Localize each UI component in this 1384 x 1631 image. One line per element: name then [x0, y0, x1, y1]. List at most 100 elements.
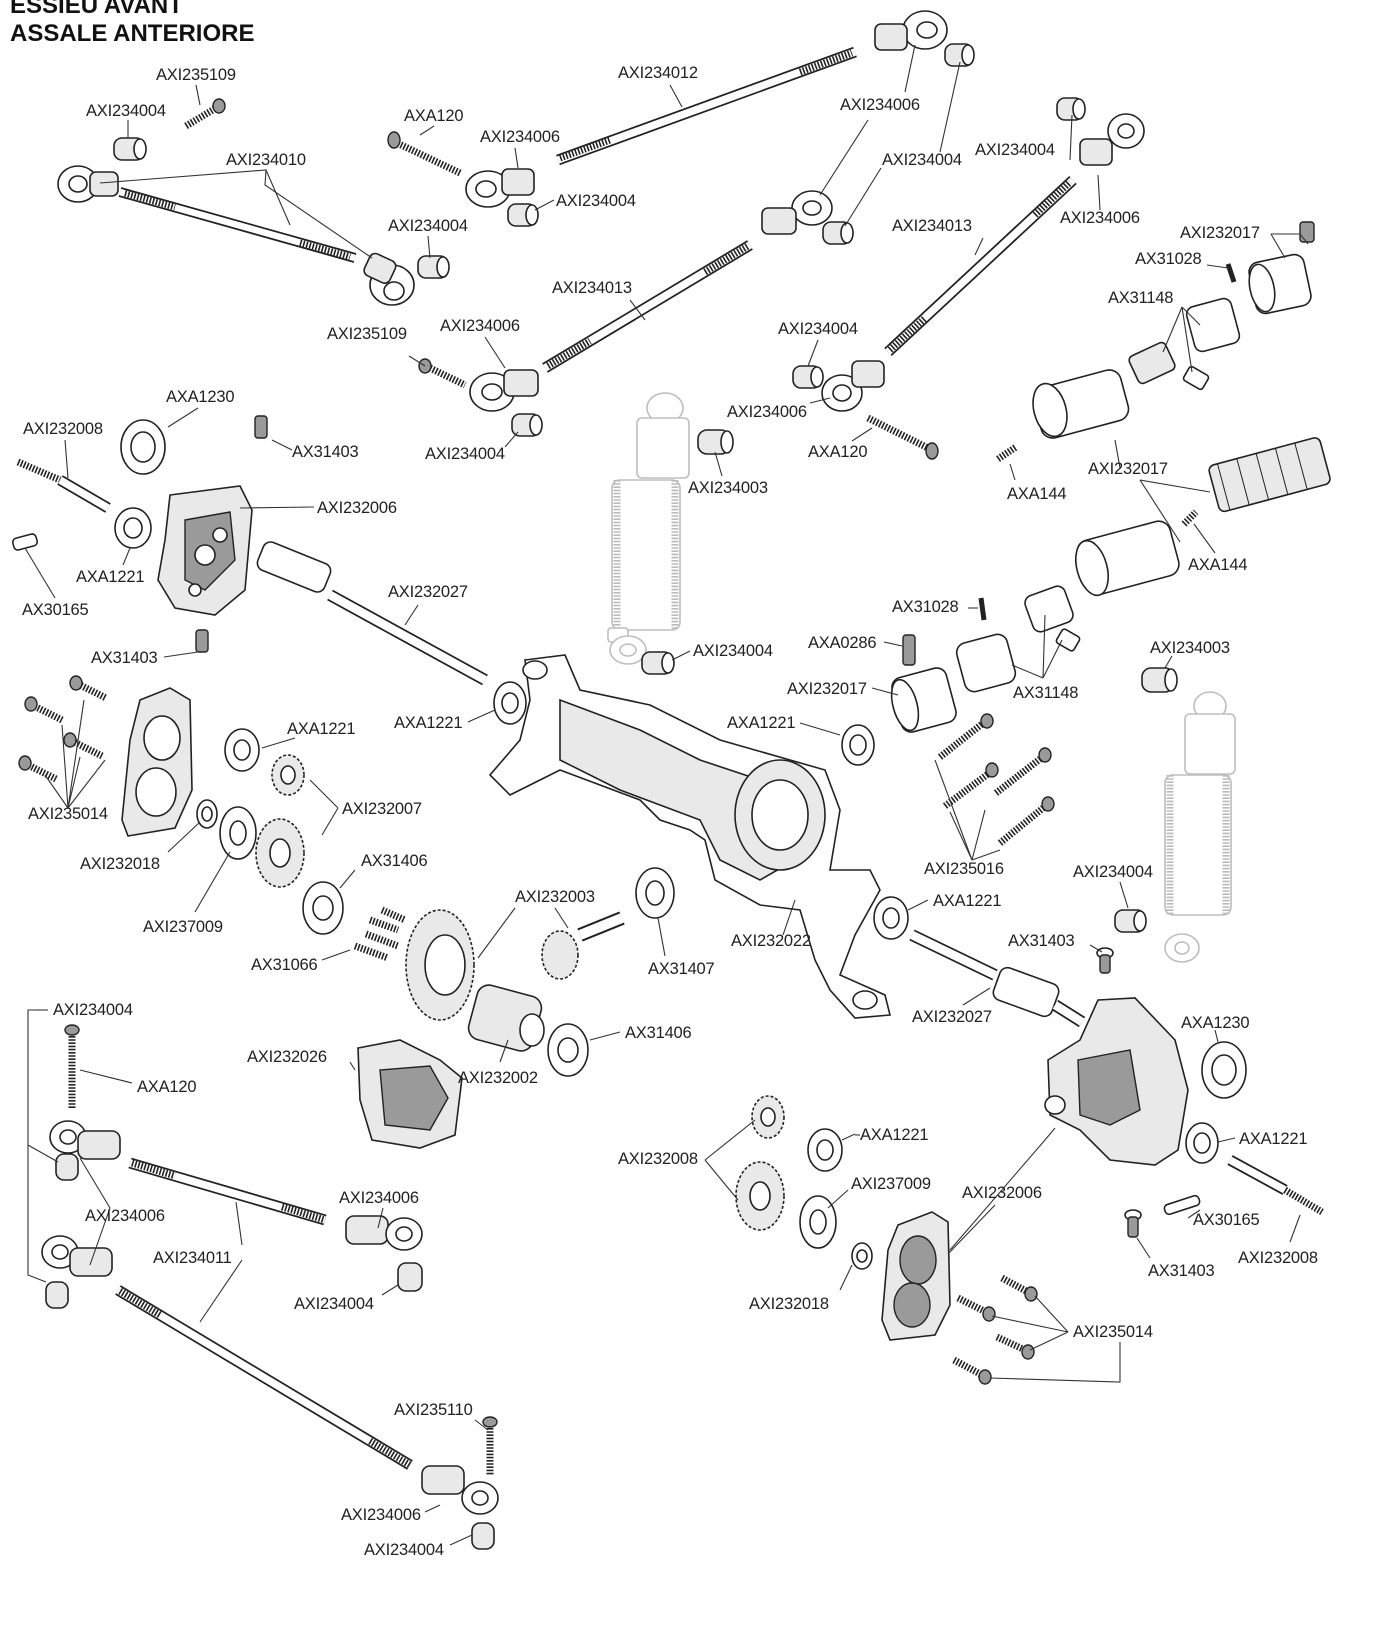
label-axi232006-b: AXI232006 — [962, 1184, 1042, 1202]
knuckle-right — [1044, 997, 1189, 1166]
label-axa1221-d: AXA1221 — [727, 714, 795, 732]
label-axi232027-b: AXI232027 — [912, 1008, 992, 1026]
bearing-axa1221-center — [841, 724, 875, 766]
label-axa120-a: AXA120 — [404, 107, 463, 125]
label-axi234004-b: AXI234004 — [556, 192, 636, 210]
label-axi232017-b: AXI232017 — [1088, 460, 1168, 478]
label-axa1230-b: AXA1230 — [1181, 1014, 1249, 1032]
label-axi232006-a: AXI232006 — [317, 499, 397, 517]
shim-axi232018-left — [196, 799, 218, 829]
stub-axle-axi232008-right — [1227, 1155, 1324, 1216]
label-axi234013-a: AXI234013 — [892, 217, 972, 235]
label-axi234004-h: AXI234004 — [693, 642, 773, 660]
label-axi234006-h: AXI234006 — [341, 1506, 421, 1524]
cover-left — [121, 687, 193, 837]
gear-small-right — [751, 1095, 785, 1139]
label-axi234004-a: AXI234004 — [86, 102, 166, 120]
label-axi235016: AXI235016 — [924, 860, 1004, 878]
label-axi232003: AXI232003 — [515, 888, 595, 906]
screw-axa120-mid — [866, 414, 939, 460]
bearing-axa1221-gearbox — [224, 728, 260, 772]
label-axi234006-a: AXI234006 — [480, 128, 560, 146]
label-ax31403-d: AX31403 — [1148, 1262, 1215, 1280]
leader-lines — [24, 44, 1309, 1546]
label-ax31403-a: AX31403 — [292, 443, 359, 461]
bearing-axa1221-right — [1185, 1122, 1219, 1164]
label-axi232022: AXI232022 — [731, 932, 811, 950]
ball-axi234004-d — [944, 43, 975, 67]
label-ax31148-b: AX31148 — [1013, 684, 1078, 702]
label-axi234004-d: AXI234004 — [388, 217, 468, 235]
label-axi234004-i: AXI234004 — [1073, 863, 1153, 881]
label-ax31406-a: AX31406 — [361, 852, 428, 870]
label-ax30165-b: AX30165 — [1193, 1211, 1260, 1229]
label-axa1221-c: AXA1221 — [287, 720, 355, 738]
part-labels: AXI235109 AXI234004 AXI234010 AXA120 AXI… — [22, 64, 1318, 1559]
ball-axi234004-j — [1114, 909, 1147, 933]
label-axi232008-a: AXI232008 — [23, 420, 103, 438]
label-axa1230-a: AXA1230 — [166, 388, 234, 406]
ball-axi234003-a — [697, 429, 734, 455]
driveshaft-upper — [890, 221, 1331, 733]
label-axi232017-c: AXI232017 — [787, 680, 867, 698]
label-ax31406-b: AX31406 — [625, 1024, 692, 1042]
bearing-ax31406-left — [302, 881, 344, 935]
bearing-axa1221-right-gear — [807, 1128, 843, 1172]
ball-axi234004-g — [1056, 97, 1086, 121]
screw-ax31403-right-top — [1096, 947, 1114, 974]
title-line-french: ESSIEU AVANT — [10, 0, 183, 19]
label-axi232002: AXI232002 — [458, 1069, 538, 1087]
label-axi234003-b: AXI234003 — [1150, 639, 1230, 657]
ball-axi234004-l — [397, 1262, 423, 1292]
ball-axi234004-m — [45, 1281, 69, 1309]
label-ax31066: AX31066 — [251, 956, 318, 974]
label-ax31407: AX31407 — [648, 960, 715, 978]
ball-axi234004-n — [471, 1522, 495, 1550]
pin-ax30165-right — [1163, 1194, 1201, 1216]
label-axi234004-l: AXI234004 — [364, 1541, 444, 1559]
label-axi232008-b: AXI232008 — [618, 1150, 698, 1168]
label-axi237009-b: AXI237009 — [851, 1175, 931, 1193]
label-axi234012: AXI234012 — [618, 64, 698, 82]
screw-axa120-top — [387, 131, 462, 177]
label-ax31028-a: AX31028 — [1135, 250, 1202, 268]
label-axi232026: AXI232026 — [247, 1048, 327, 1066]
ball-axi234004-i — [641, 651, 675, 675]
screws-axi235016 — [937, 713, 1055, 846]
gear-small-left — [271, 754, 305, 796]
parts-layer — [11, 10, 1331, 1550]
ball-axi234003-b — [1141, 667, 1178, 693]
label-axa144-a: AXA144 — [1007, 485, 1066, 503]
bearing-axa1221-lower — [873, 896, 909, 940]
screws-axi235014-left — [18, 675, 108, 783]
pinion-axi232003 — [541, 911, 625, 980]
ball-axi234004-b — [417, 255, 450, 279]
label-axa1221-b: AXA1221 — [394, 714, 462, 732]
ball-axi234004-c — [507, 203, 539, 227]
label-axi234013-b: AXI234013 — [552, 279, 632, 297]
bearing-axi237009-right — [799, 1195, 837, 1249]
label-axi234011: AXI234011 — [153, 1249, 232, 1267]
link-rod-lower — [41, 1235, 499, 1515]
label-axi234006-f: AXI234006 — [85, 1207, 165, 1225]
ball-axi234004-k — [55, 1153, 79, 1181]
label-axi232007: AXI232007 — [342, 800, 422, 818]
label-axi232017-a: AXI232017 — [1180, 224, 1260, 242]
screw-ax31403-right-bottom — [1124, 1209, 1142, 1238]
screws-axi235014-right — [952, 1274, 1038, 1385]
bearing-axi237009-left — [219, 806, 257, 860]
label-ax31403-b: AX31403 — [91, 649, 158, 667]
screw-axi235110 — [482, 1416, 498, 1475]
label-axi232008-c: AXI232008 — [1238, 1249, 1318, 1267]
label-axi234006-e: AXI234006 — [727, 403, 807, 421]
label-axi234004-f: AXI234004 — [778, 320, 858, 338]
bearing-axa1230-right — [1201, 1041, 1247, 1099]
bearing-ax31407 — [635, 867, 675, 919]
screw-axi235109-mid — [418, 358, 467, 389]
gear-large-left — [255, 818, 305, 888]
shock-absorber-right — [1164, 691, 1236, 963]
ball-axi234004-a — [113, 137, 147, 161]
label-axi232027-a: AXI232027 — [388, 583, 468, 601]
cover-right — [881, 1211, 951, 1341]
link-rod-axi234013-right — [821, 113, 1145, 412]
